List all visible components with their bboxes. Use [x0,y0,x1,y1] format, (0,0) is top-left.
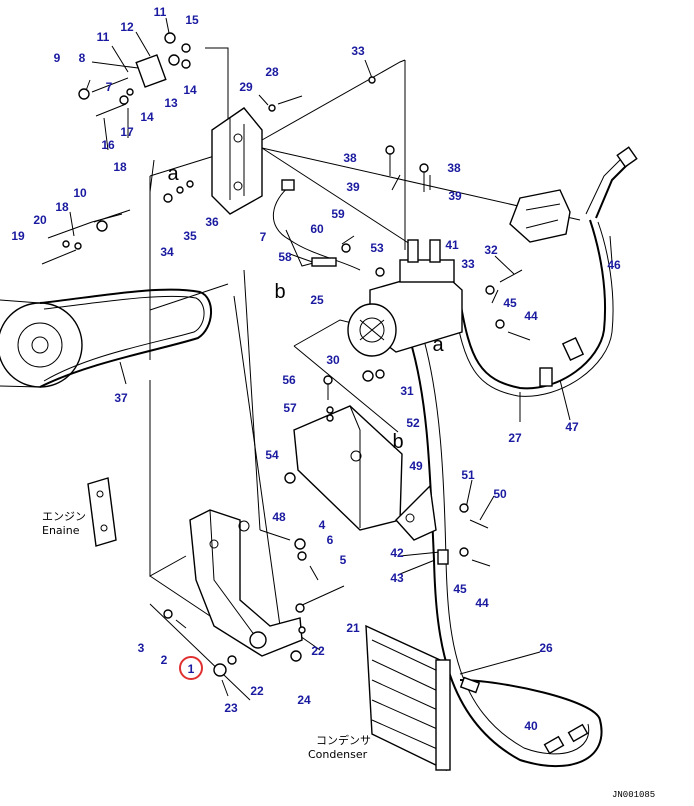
callout-c15a: 15 [185,13,199,27]
letter-lb2: b [392,431,403,453]
callout-c56: 56 [282,373,296,387]
callout-c13: 13 [164,96,178,110]
callout-c39b: 39 [448,189,462,203]
hose-clamp [395,484,437,541]
callout-c5: 5 [340,553,347,567]
callout-c28: 28 [265,65,279,79]
condenser-core [365,624,451,772]
receiver-bracket [293,405,403,531]
callout-c40: 40 [524,719,538,733]
callout-c59: 59 [331,207,345,221]
callout-c38a: 38 [343,151,357,165]
callout-c45b: 45 [453,582,467,596]
callout-c50: 50 [493,487,507,501]
discharge-hose [409,339,603,768]
condenser-label-jp: コンデンサ [316,733,371,747]
letter-la2: a [432,334,444,356]
callout-c37: 37 [114,391,128,405]
callout-c18b: 18 [55,200,69,214]
callout-c31: 31 [400,384,414,398]
callout-c32: 32 [484,243,498,257]
callout-c38b: 38 [447,161,461,175]
callout-c48: 48 [272,510,286,524]
engine-mount-plate [87,477,117,547]
callout-c39a: 39 [346,180,360,194]
lower-bracket [189,509,303,657]
callout-c52: 52 [406,416,420,430]
callout-c49: 49 [409,459,423,473]
callout-c16: 16 [101,138,115,152]
callout-c14a: 14 [183,83,197,97]
refrigerant-hose [453,146,638,397]
callout-c60: 60 [310,222,324,236]
callout-c26: 26 [539,641,553,655]
callout-c8: 8 [79,51,86,65]
callout-c42: 42 [390,546,404,560]
letter-la1: a [167,163,179,185]
callout-c18a: 18 [113,160,127,174]
callout-c24: 24 [297,693,311,707]
callout-c43: 43 [390,571,404,585]
callout-c7b: 7 [260,230,267,244]
callout-c45a: 45 [503,296,517,310]
callout-c11a: 11 [154,5,167,19]
callout-c12: 12 [120,20,134,34]
callout-c6: 6 [327,533,334,547]
engine-label-en: Enaine [42,524,80,537]
callout-c19: 19 [11,229,25,243]
callout-c23: 23 [224,701,238,715]
condenser-label-en: Condenser [308,748,368,761]
fasteners [41,32,531,677]
callout-c29: 29 [239,80,253,94]
callout-c44b: 44 [475,596,489,610]
letter-lb1: b [274,281,285,303]
highlight-circle [179,656,203,680]
callout-c4: 4 [319,518,326,532]
connection-letters: a b a b [167,163,444,453]
drawing-reference: JN001085 [612,790,655,800]
callout-c53: 53 [370,241,384,255]
drive-belt [39,288,213,388]
callout-c21: 21 [346,621,360,635]
callout-c20: 20 [33,213,47,227]
callout-c51: 51 [461,468,475,482]
callout-c54: 54 [265,448,279,462]
callout-c46: 46 [607,258,621,272]
callout-c9: 9 [54,51,61,65]
callout-c7a: 7 [106,80,113,94]
callout-c27: 27 [508,431,522,445]
callout-c47: 47 [565,420,579,434]
callout-c41: 41 [445,238,459,252]
callout-c33a: 33 [351,44,365,58]
highlighted-callout: 1 [179,656,203,680]
manifold-fitting [509,189,571,243]
callout-c30: 30 [326,353,340,367]
callout-c14b: 14 [140,110,154,124]
leader-lines [47,17,613,701]
callout-c3: 3 [138,641,145,655]
callout-c58: 58 [278,250,292,264]
compressor [347,239,463,357]
callout-c57: 57 [283,401,297,415]
upper-bracket [211,107,263,215]
callout-c35: 35 [183,229,197,243]
callout-1: 1 [188,662,195,676]
callout-c22b: 22 [250,684,264,698]
callout-c34: 34 [160,245,174,259]
callout-c44a: 44 [524,309,538,323]
callout-c25: 25 [310,293,324,307]
callout-c10: 10 [73,186,87,200]
callout-c22a: 22 [311,644,325,658]
callout-c11b: 11 [97,30,110,44]
wiring-harness [272,179,361,271]
callout-c17: 17 [120,125,134,139]
engine-label-jp: エンジン [42,510,86,523]
callout-c36: 36 [205,215,219,229]
callout-c2: 2 [161,653,168,667]
callout-c33b: 33 [461,257,475,271]
